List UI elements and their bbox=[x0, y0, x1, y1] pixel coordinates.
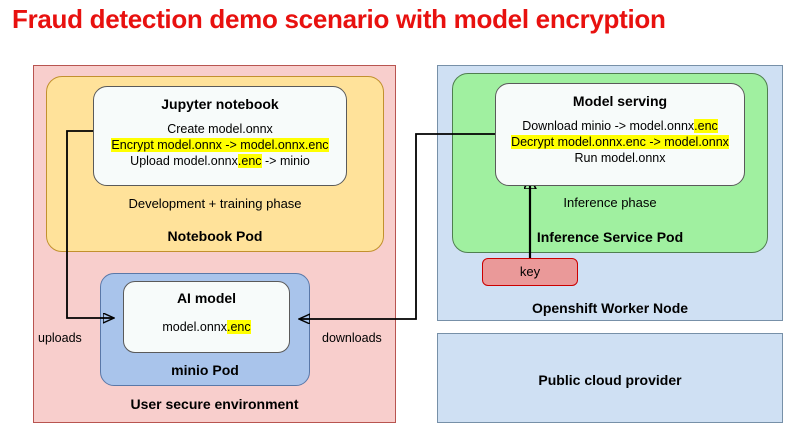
connector-uploads bbox=[66, 130, 113, 318]
container-public-cloud-provider bbox=[437, 333, 783, 423]
ai-model-filename: model.onnx.enc bbox=[162, 320, 251, 334]
key-box bbox=[482, 258, 578, 286]
openshift-worker-node-label: Openshift Worker Node bbox=[531, 300, 689, 316]
serving-line-decrypt: Decrypt model.onnx.enc -> model.onnx bbox=[511, 135, 729, 149]
notebook-pod-label: Notebook Pod bbox=[167, 228, 263, 244]
serving-title: Model serving bbox=[572, 93, 668, 109]
uploads-edge-label: uploads bbox=[38, 331, 82, 345]
jupyter-line-encrypt: Encrypt model.onnx -> model.onnx.enc bbox=[111, 138, 329, 152]
card-ai-model: AI model model.onnx.enc bbox=[123, 281, 290, 353]
ai-model-title: AI model bbox=[176, 290, 237, 306]
key-label: key bbox=[519, 264, 541, 279]
minio-pod-label: minio Pod bbox=[171, 362, 239, 378]
page-title: Fraud detection demo scenario with model… bbox=[12, 4, 666, 34]
jupyter-line-upload: Upload model.onnx.enc -> minio bbox=[130, 154, 310, 168]
public-cloud-provider-label: Public cloud provider bbox=[538, 372, 682, 388]
inference-phase-label: Inference phase bbox=[563, 195, 657, 210]
connector-downloads bbox=[300, 133, 495, 319]
downloads-edge-label: downloads bbox=[322, 331, 382, 345]
user-secure-environment-label: User secure environment bbox=[130, 396, 299, 412]
jupyter-line-create: Create model.onnx bbox=[167, 122, 273, 136]
development-training-phase-label: Development + training phase bbox=[128, 196, 302, 211]
inference-service-pod-label: Inference Service Pod bbox=[536, 229, 684, 245]
serving-line-download: Download minio -> model.onnx.enc bbox=[522, 119, 718, 133]
card-jupyter-notebook: Jupyter notebook Create model.onnx Encry… bbox=[93, 86, 347, 186]
serving-line-run: Run model.onnx bbox=[574, 151, 666, 165]
jupyter-title: Jupyter notebook bbox=[161, 96, 279, 112]
card-model-serving: Model serving Download minio -> model.on… bbox=[495, 83, 745, 186]
